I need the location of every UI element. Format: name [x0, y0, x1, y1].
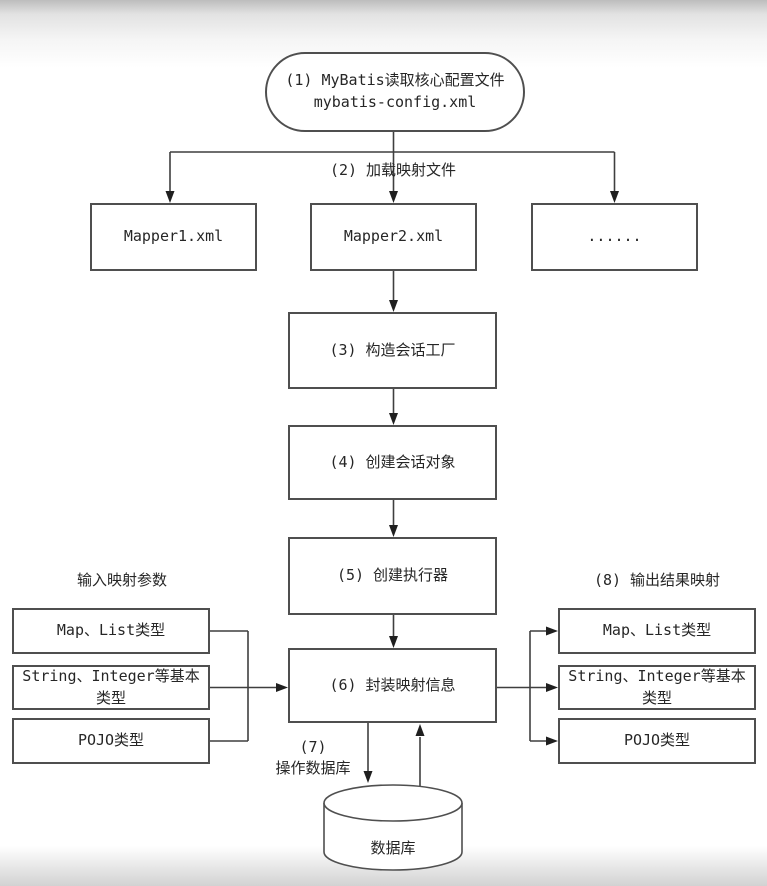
node-input-string-integer: String、Integer等基本类型 [12, 665, 210, 710]
label-operate-database-line1: (7) [299, 738, 327, 756]
label-input-mapping-params: 输入映射参数 [76, 571, 167, 589]
arrowhead-step3 [389, 300, 398, 312]
arrowhead-mapper1 [165, 191, 175, 203]
connector-lines [169, 131, 616, 786]
database-cylinder [323, 784, 463, 871]
node-input-map-list: Map、List类型 [12, 608, 210, 654]
label-operate-database: (7) 操作数据库 [253, 737, 373, 779]
node-output-string-integer: String、Integer等基本类型 [558, 665, 756, 710]
label-load-mappers: (2) 加载映射文件 [329, 161, 457, 179]
node-create-session: (4) 创建会话对象 [288, 425, 497, 500]
arrowhead-mapper2 [389, 191, 398, 203]
arrowhead-step6 [389, 636, 398, 648]
arrowhead-output2 [546, 683, 558, 692]
arrowhead-mapper3 [610, 191, 619, 203]
database-top [323, 784, 463, 822]
node-output-pojo: POJO类型 [558, 718, 756, 764]
label-operate-database-line2: 操作数据库 [275, 759, 351, 777]
arrowhead-step4 [389, 413, 398, 425]
label-output-result-mapping: (8) 输出结果映射 [593, 571, 721, 589]
node-output-map-list: Map、List类型 [558, 608, 756, 654]
node-create-executor: (5) 创建执行器 [288, 537, 497, 615]
node-build-session-factory: (3) 构造会话工厂 [288, 312, 497, 389]
arrowhead-output1 [546, 626, 558, 636]
node-input-pojo: POJO类型 [12, 718, 210, 764]
arrowheads [165, 191, 619, 783]
node-read-config: (1) MyBatis读取核心配置文件 mybatis-config.xml [265, 52, 525, 132]
arrowhead-input-step6 [276, 683, 288, 692]
node-mapper-more: ...... [531, 203, 698, 271]
arrowhead-db-down [363, 771, 373, 783]
arrowhead-step5 [389, 525, 398, 537]
node-mapper1: Mapper1.xml [90, 203, 257, 271]
arrowhead-output3 [546, 736, 558, 746]
arrowhead-db-up [415, 724, 425, 736]
node-read-config-line2: mybatis-config.xml [313, 93, 477, 111]
node-read-config-line1: (1) MyBatis读取核心配置文件 [285, 71, 505, 90]
node-mapper2: Mapper2.xml [310, 203, 477, 271]
node-wrap-mapping-info: (6) 封装映射信息 [288, 648, 497, 723]
database-body [323, 803, 463, 871]
label-database: 数据库 [370, 839, 416, 857]
